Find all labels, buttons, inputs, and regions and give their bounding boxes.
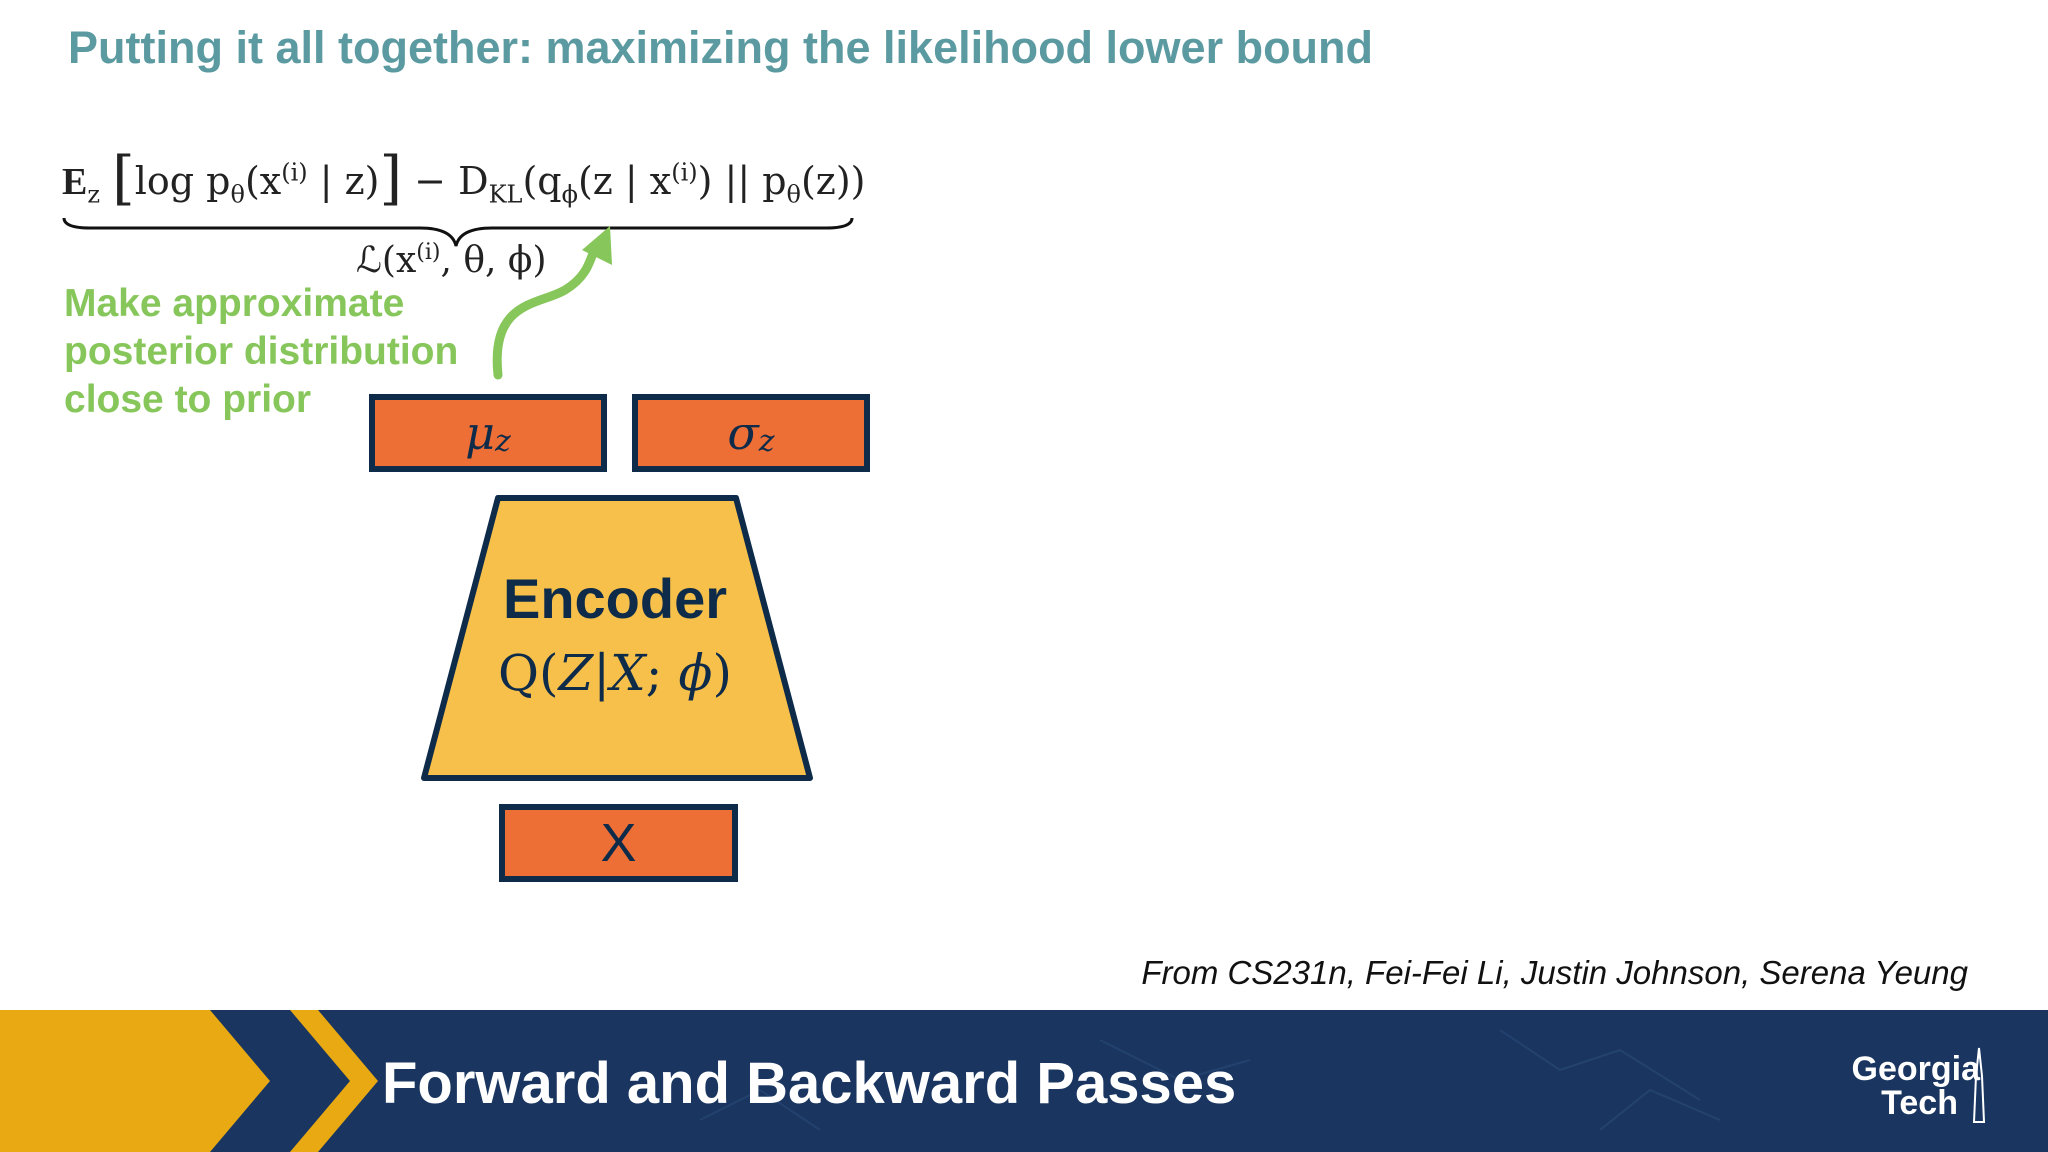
theta-subscript-2: θ: [786, 180, 801, 209]
index-superscript: (i): [281, 158, 308, 187]
prior-tail: (z)): [800, 159, 866, 203]
index-superscript-2: (i): [671, 158, 698, 187]
lower-bound-head: ℒ(x: [356, 240, 417, 281]
mu-subscript: z: [495, 423, 511, 459]
footer-title: Forward and Backward Passes: [382, 1051, 1237, 1116]
phi-subscript: ϕ: [561, 180, 578, 209]
log-term: log p: [134, 159, 231, 203]
kl-term: − D: [402, 159, 489, 203]
encoder-phi: ϕ: [678, 644, 713, 702]
green-arrow: [492, 226, 612, 380]
input-x-box: X: [499, 804, 738, 882]
sigma-subscript: z: [758, 423, 775, 459]
tower-icon: [1972, 1047, 1986, 1123]
z-given-x: (z | x: [577, 159, 672, 203]
left-bracket: [: [112, 144, 135, 212]
encoder-bar: |: [593, 644, 611, 702]
slide-title: Putting it all together: maximizing the …: [68, 22, 1374, 73]
encoder-close: ): [712, 644, 733, 702]
note-line-1: Make approximate: [64, 282, 405, 325]
lower-bound-label: ℒ(x(i), θ, ϕ): [356, 240, 547, 281]
q-term: (q: [522, 159, 562, 203]
lower-bound-superscript: (i): [416, 240, 441, 265]
logo-line-2: Tech: [1881, 1084, 1958, 1122]
encoder-z: Z: [558, 644, 594, 702]
theta-subscript: θ: [230, 180, 245, 209]
underbrace: [62, 217, 854, 247]
elbo-formula: Ez [log pθ(x(i) | z)] − DKL(qϕ(z | x(i))…: [62, 140, 866, 212]
encoder-sep: ;: [645, 644, 679, 702]
encoder-label: Encoder: [502, 567, 728, 630]
footer-background: [0, 1010, 1721, 1152]
note-line-2: posterior distribution: [64, 330, 459, 373]
inner-term: (x: [244, 159, 282, 203]
gold-block: [0, 1010, 290, 1152]
right-bracket: ]: [379, 144, 403, 212]
prior-term: ) || p: [697, 159, 787, 203]
footer-bar: [0, 1010, 2048, 1152]
arrow-head-icon: [582, 226, 612, 265]
logo-line-1: Georgia: [1851, 1050, 1980, 1088]
sigma-symbol: σ: [727, 406, 759, 460]
chevron-icon-2: [290, 1010, 378, 1152]
note-line-3: close to prior: [64, 378, 312, 421]
kl-subscript: KL: [488, 180, 523, 209]
encoder-x: X: [610, 644, 646, 702]
encoder-formula: Q(Z|X; ϕ): [400, 644, 830, 702]
georgia-tech-logo: Georgia Tech: [1790, 1047, 1986, 1123]
chevron-icon-1: [210, 1010, 308, 1152]
encoder-trapezoid: [421, 495, 813, 781]
expectation-symbol: E: [62, 161, 88, 203]
given-z: | z): [307, 159, 380, 203]
lower-bound-tail: , θ, ϕ): [440, 240, 547, 281]
credit-line: From CS231n, Fei-Fei Li, Justin Johnson,…: [1141, 954, 1968, 991]
mu-symbol: μ: [465, 406, 496, 460]
expectation-subscript: z: [87, 180, 101, 209]
encoder-q: Q(: [497, 644, 559, 702]
